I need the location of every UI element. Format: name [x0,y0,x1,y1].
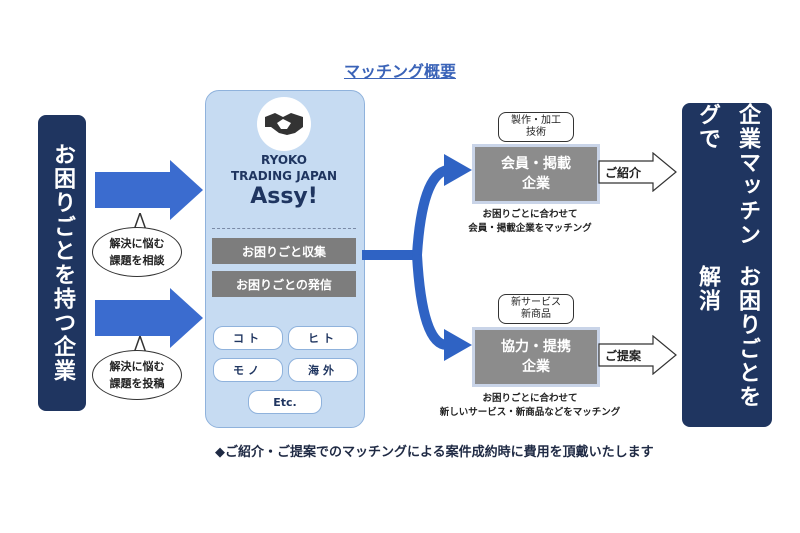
tag-line: 技術 [526,127,546,138]
member-company-box: 会員・掲載 企業 [472,144,600,204]
bubble-line: 解決に悩む [109,237,165,250]
bubble-line: 課題を投稿 [109,377,165,390]
introduce-arrow-icon [598,152,677,192]
tag-manufacturing: 製作・加工 技術 [498,112,574,142]
panel-item-collect: お困りごと収集 [212,238,356,264]
bubble-line: 課題を相談 [109,254,165,267]
box-line: 企業 [522,359,550,375]
category-kaigai: 海外 [288,358,358,382]
divider [212,228,356,229]
category-hito: ヒト [288,326,358,350]
propose-label: ご提案 [605,349,642,363]
handshake-icon [265,113,303,135]
branch-connector-icon [362,154,472,361]
arrow-top-right-icon [95,160,203,220]
box-line: 会員・掲載 [501,156,571,172]
tag-new-service: 新サービス 新商品 [498,294,574,324]
caption-line: 新しいサービス・新商品などをマッチング [439,407,621,418]
result-line: 企業マッチングで [695,103,760,247]
caption-bottom: お困りごとに合わせて 新しいサービス・新商品などをマッチング [410,392,650,420]
tag-line: 製作・加工 [511,115,561,126]
propose-arrow-icon [598,335,677,375]
box-line: 協力・提携 [501,339,571,355]
brand-name: Assy! [250,184,318,209]
category-mono: モノ [213,358,283,382]
left-company-box: お困りごとを持つ企業 [38,115,86,411]
tag-line: 新サービス [511,297,561,308]
right-result-box: 企業マッチングで お困りごとを解消 [682,103,772,427]
caption-line: お困りごとに合わせて [482,209,578,220]
arrow-bottom-right-icon [95,288,203,348]
partner-company-box: 協力・提携 企業 [472,327,600,387]
handshake-logo [257,97,311,151]
category-koto: コト [213,326,283,350]
panel-item-share: お困りごとの発信 [212,271,356,297]
brand-line-2: TRADING JAPAN [231,169,337,183]
fee-note: ◆ご紹介・ご提案でのマッチングによる案件成約時に費用を頂戴いたします [215,445,654,460]
speech-bubble-consult: 解決に悩む 課題を相談 [92,227,182,277]
category-etc: Etc. [248,390,322,414]
tag-line: 新商品 [521,309,551,320]
box-line: 企業 [522,176,550,192]
caption-top: お困りごとに合わせて 会員・掲載企業をマッチング [430,208,630,236]
bubble-line: 解決に悩む [109,360,165,373]
caption-line: お困りごとに合わせて [482,393,578,404]
speech-bubble-post: 解決に悩む 課題を投稿 [92,350,182,400]
introduce-label: ご紹介 [605,166,642,180]
diagram-title: マッチング概要 [343,62,456,81]
brand-line-1: RYOKO [260,153,307,167]
caption-line: 会員・掲載企業をマッチング [468,223,592,234]
result-line: お困りごとを解消 [695,265,760,409]
